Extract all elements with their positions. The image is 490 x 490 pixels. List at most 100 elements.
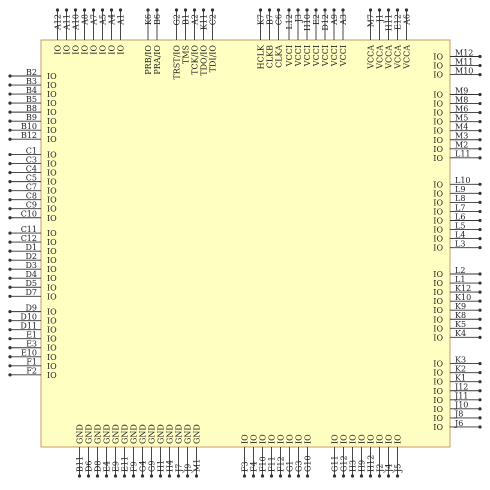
left-pin-signal: IO	[47, 326, 57, 335]
bottom-pin-dot	[122, 474, 127, 478]
right-pin-label: M6	[455, 104, 468, 113]
top-pin-signal: IO	[117, 45, 126, 55]
bottom-pin-label: J4	[385, 464, 394, 473]
left-pin-signal: IO	[47, 317, 57, 326]
top-pin-signal: PRB/IO	[144, 45, 153, 75]
top-pin-signal: IO	[90, 45, 99, 55]
bottom-pin-label: F3	[241, 461, 250, 472]
right-pin-signal: IO	[433, 315, 443, 324]
left-pin-dot	[8, 128, 12, 132]
top-pin-dot	[210, 8, 215, 12]
bottom-pin-dot	[278, 474, 283, 478]
bottom-pin-label: F12	[277, 456, 286, 472]
bottom-pin-label: H4	[166, 460, 175, 472]
top-pin-signal: TDI/IO	[209, 45, 218, 73]
top-pin-dot	[174, 8, 179, 12]
left-pin-signal: IO	[47, 283, 57, 292]
bottom-pin-dot	[95, 474, 100, 478]
right-pin-dot	[478, 92, 482, 97]
bottom-pin-signal: GND	[139, 424, 148, 444]
right-pin-signal: IO	[433, 423, 443, 432]
top-pin-label: C2	[209, 14, 218, 25]
right-pin-dot	[478, 138, 482, 142]
top-pin-label: K11	[200, 14, 209, 30]
bottom-pin-dot	[260, 474, 265, 478]
top-pin-signal: TCK/IO	[191, 45, 200, 75]
top-pin-dot	[91, 8, 96, 12]
bottom-pin-dot	[149, 474, 154, 478]
top-pin-dot	[201, 8, 206, 12]
top-pin-signal: CLKA	[275, 45, 284, 68]
right-pin-dot	[478, 371, 482, 375]
right-pin-dot	[478, 237, 482, 241]
left-pin-dot	[8, 364, 12, 368]
left-pin-label: C8	[26, 191, 37, 200]
bottom-pin-dot	[395, 474, 400, 478]
right-pin-label: J10	[454, 401, 468, 410]
right-pin-dot	[478, 73, 482, 77]
bottom-pin-signal: GND	[130, 424, 139, 444]
bottom-pin-label: J5	[394, 464, 403, 473]
bottom-pin-label: D6	[85, 460, 94, 472]
right-pin-signal: IO	[433, 53, 443, 62]
top-pin-dot	[296, 8, 300, 12]
left-pin-label: D7	[25, 288, 37, 297]
left-pin-label: B9	[26, 113, 37, 122]
top-pin-signal: IO	[99, 45, 108, 55]
top-pin-signal: VCCI	[321, 45, 330, 67]
top-pin-label: A3	[339, 14, 348, 26]
left-pin-dot	[8, 294, 12, 298]
bottom-pin-signal: GND	[103, 424, 112, 444]
bottom-pin-dot	[77, 474, 82, 478]
top-pin-signal: IO	[108, 45, 117, 55]
bottom-pin-dot	[158, 474, 163, 478]
top-pin-signal: VCCI	[339, 45, 348, 67]
right-pin-signal: IO	[433, 226, 443, 235]
top-pin-dot	[323, 8, 327, 12]
right-pin-dot	[478, 362, 482, 366]
right-pin-label: L11	[455, 150, 471, 159]
left-pin-label: D10	[20, 312, 37, 321]
top-pin-label: H10	[303, 14, 312, 31]
bottom-pin-dot	[305, 474, 310, 478]
left-pin-label: D3	[25, 261, 37, 270]
left-pin-signal: IO	[47, 187, 57, 196]
bottom-pin-label: E9	[112, 461, 121, 472]
left-pin-dot	[8, 276, 12, 280]
bottom-pin-dot	[269, 474, 274, 478]
right-pin-dot	[478, 101, 482, 106]
bottom-pin-dot	[185, 474, 190, 478]
left-pin-dot	[8, 346, 12, 350]
top-pin-signal: IO	[81, 45, 90, 55]
top-pin-label: J1	[376, 14, 385, 23]
right-pin-signal: IO	[433, 62, 443, 71]
bottom-pin-label: H9	[358, 460, 367, 472]
bottom-pin-label: H3	[349, 460, 358, 472]
top-pin-signal: TRST/IO	[173, 45, 182, 80]
bottom-pin-signal: IO	[358, 434, 367, 444]
left-pin-label: D1	[25, 243, 37, 252]
right-pin-dot	[478, 182, 482, 186]
right-pin-signal: IO	[433, 333, 443, 342]
top-pin-label: E2	[312, 14, 321, 25]
left-pin-dot	[8, 328, 12, 332]
left-pin-signal: IO	[47, 72, 57, 81]
left-pin-label: E10	[21, 349, 37, 358]
right-pin-dot	[478, 191, 482, 195]
left-pin-label: D9	[25, 303, 37, 312]
right-pin-signal: IO	[433, 71, 443, 80]
bottom-pin-signal: GND	[175, 424, 184, 444]
left-pin-signal: IO	[47, 90, 57, 99]
left-pin-label: C11	[21, 225, 37, 234]
right-pin-signal: IO	[433, 369, 443, 378]
left-pin-dot	[8, 207, 12, 211]
left-pin-signal: IO	[47, 362, 57, 371]
right-pin-dot	[478, 227, 482, 232]
right-pin-label: L9	[455, 185, 465, 194]
left-pin-signal: IO	[47, 160, 57, 169]
bottom-pin-signal: GND	[85, 424, 94, 444]
bottom-pin-signal: IO	[259, 434, 268, 444]
right-pin-label: K12	[455, 284, 471, 293]
left-pin-dot	[8, 310, 12, 314]
